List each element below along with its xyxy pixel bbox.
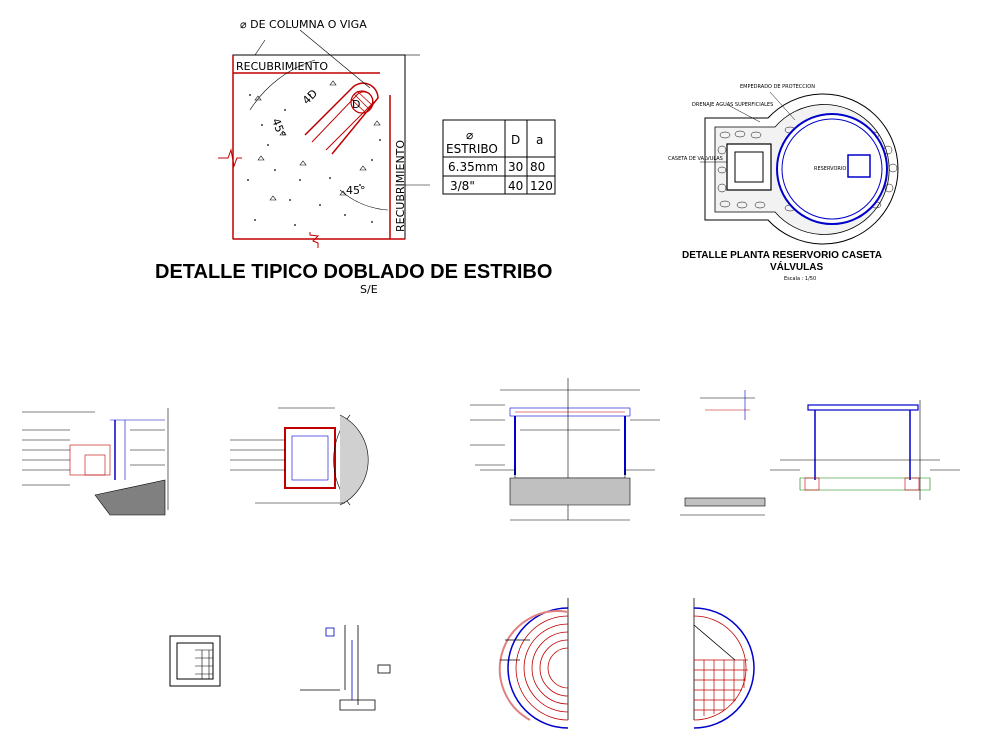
cover-label-top: RECUBRIMIENTO <box>236 60 328 73</box>
table-cell: 80 <box>530 160 545 174</box>
detail-drawing-9 <box>693 598 755 729</box>
table-cell: 3/8" <box>450 179 475 193</box>
detail-drawing-7 <box>300 625 391 711</box>
table-cell: 120 <box>530 179 553 193</box>
dim-4d-label: 4D <box>300 87 320 107</box>
detail-drawing-1 <box>22 408 169 516</box>
stirrup-detail-title: DETALLE TIPICO DOBLADO DE ESTRIBO <box>155 261 552 283</box>
dim-d-label: D <box>352 98 360 111</box>
detail-drawing-2 <box>230 407 369 506</box>
table-header-d: D <box>511 133 520 147</box>
reservoir-plan-title-1: DETALLE PLANTA RESERVORIO CASETA <box>682 250 882 261</box>
label-empedrado: EMPEDRADO DE PROTECCION <box>740 84 815 90</box>
stirrup-detail: ⌀ DE COLUMNA O VIGA RECUBRIMIENTO RECUBR… <box>155 18 552 296</box>
table-cell: 6.35mm <box>448 160 498 174</box>
angle-label-a: 45° <box>269 117 288 140</box>
angle-label-b: 45° <box>346 184 366 197</box>
stirrup-callout: ⌀ DE COLUMNA O VIGA <box>240 18 367 31</box>
table-header-a: a <box>536 133 543 147</box>
cover-label-side: RECUBRIMIENTO <box>394 140 407 232</box>
table-cell: 40 <box>508 179 523 193</box>
reservoir-plan-scale: Escala : 1/50 <box>784 276 816 282</box>
stirrup-detail-scale: S/E <box>360 283 378 296</box>
detail-drawing-6 <box>169 635 221 687</box>
table-cell: 30 <box>508 160 523 174</box>
reservoir-plan-title-2: VÁLVULAS <box>770 260 823 273</box>
label-caseta: CASETA DE VALVULAS <box>668 156 723 162</box>
label-drenaje: DRENAJE AGUAS SUPERFICIALES <box>692 102 773 108</box>
table-header-estribo: ESTRIBO <box>446 142 498 156</box>
table-header-symbol: ⌀ <box>466 128 473 142</box>
detail-drawing-4 <box>680 390 766 516</box>
detail-drawing-5 <box>770 400 960 500</box>
stirrup-table: ⌀ ESTRIBO D a 6.35mm 30 80 3/8" 40 120 <box>442 119 556 195</box>
detail-drawing-3 <box>470 378 660 521</box>
reservoir-plan-detail: DRENAJE AGUAS SUPERFICIALES EMPEDRADO DE… <box>668 84 899 282</box>
detail-drawing-8 <box>498 598 569 729</box>
label-reservorio: RESERVORIO <box>814 166 846 172</box>
